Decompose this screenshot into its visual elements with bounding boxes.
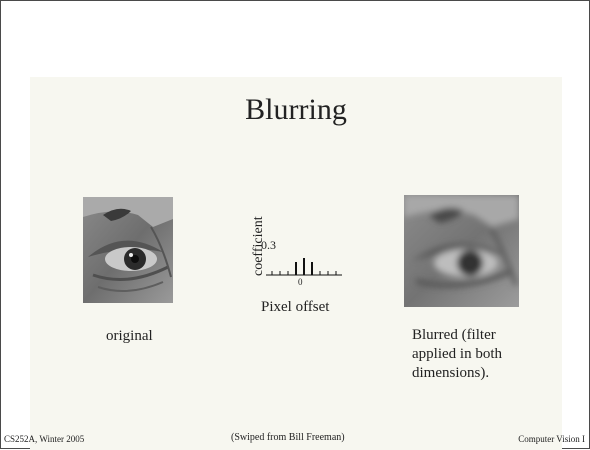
blurred-caption: Blurred (filter applied in both dimensio… xyxy=(412,326,502,383)
blurred-caption-line-2: applied in both xyxy=(412,345,502,364)
slide-title: Blurring xyxy=(1,93,590,127)
original-caption: original xyxy=(106,327,153,346)
footer-credit: (Swiped from Bill Freeman) xyxy=(231,432,345,443)
filter-zero-tick-label: 0 xyxy=(298,277,303,287)
filter-xlabel: Pixel offset xyxy=(261,299,329,316)
footer-course: CS252A, Winter 2005 xyxy=(4,434,84,444)
blurred-caption-line-3: dimensions). xyxy=(412,364,502,383)
blurred-caption-line-1: Blurred (filter xyxy=(412,326,502,345)
footer-subject: Computer Vision I xyxy=(518,434,585,444)
filter-coefficient-label: 0.3 xyxy=(261,238,276,253)
original-eye-image xyxy=(83,197,173,303)
blurred-eye-image xyxy=(404,195,519,307)
filter-kernel-plot xyxy=(264,255,344,279)
